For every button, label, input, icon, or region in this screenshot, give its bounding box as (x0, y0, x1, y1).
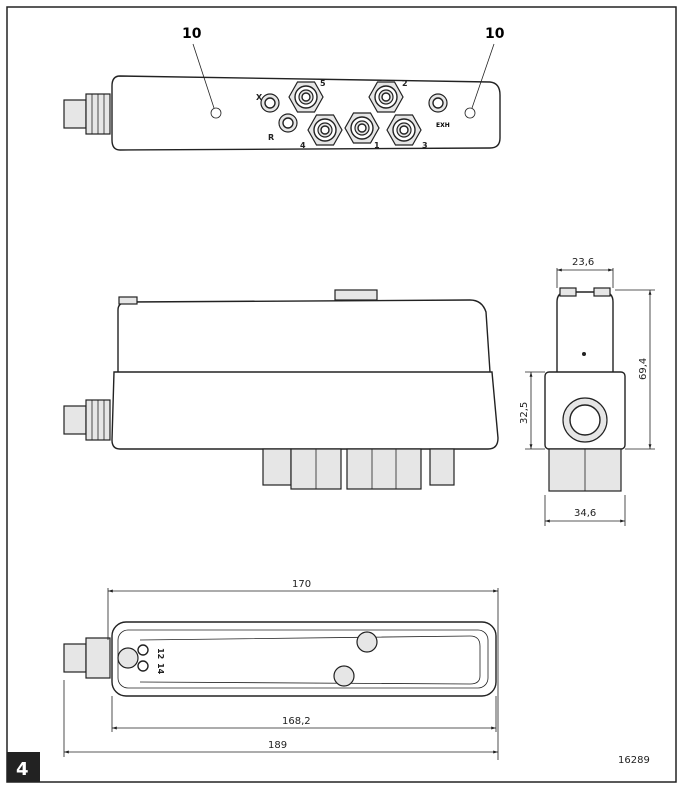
dim-69-4: 69,4 (638, 358, 649, 380)
dim-168-2: 168,2 (282, 716, 311, 727)
dim-34-6: 34,6 (574, 508, 596, 519)
dim-170: 170 (292, 579, 311, 590)
dim-32-5: 32,5 (519, 402, 530, 424)
top-view: 10 10 X R 4 5 1 2 3 EXH (63, 26, 505, 151)
port-label-1: 1 (374, 141, 380, 150)
port-label-3: 3 (422, 141, 428, 150)
port-label-12: 12 (156, 648, 165, 659)
dim-189: 189 (268, 740, 287, 751)
port-label-exh: EXH (436, 122, 450, 129)
callout-10-left: 10 (182, 26, 202, 42)
port-label-5: 5 (320, 79, 326, 88)
port-label-4: 4 (300, 141, 306, 150)
port-label-x: X (256, 93, 263, 102)
port-label-r: R (268, 133, 274, 142)
figure-number: 4 (16, 759, 29, 780)
bottom-view: 12 14 170 168,2 189 (63, 579, 499, 760)
drawing-id: 16289 (618, 755, 650, 766)
callout-10-right: 10 (485, 26, 505, 42)
frame (6, 6, 677, 783)
port-label-14: 14 (156, 663, 165, 675)
end-view: 23,6 69,4 32,5 34,6 (519, 257, 655, 526)
figure-badge (7, 752, 40, 782)
dim-23-6: 23,6 (572, 257, 594, 268)
side-view (63, 289, 499, 490)
port-label-2: 2 (402, 79, 408, 88)
